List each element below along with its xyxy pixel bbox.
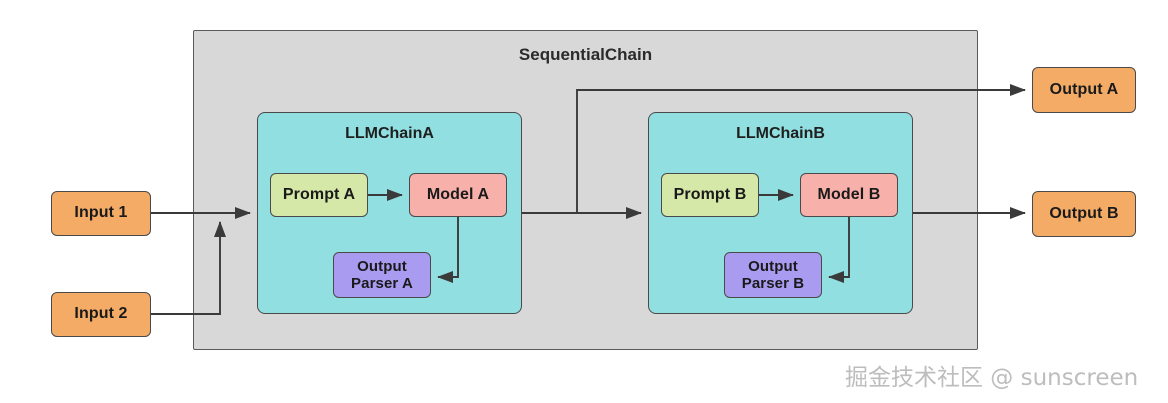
watermark-text: 掘金技术社区 @ sunscreen — [845, 365, 1139, 391]
output-parser-a-line2: Parser A — [351, 275, 413, 292]
output-parser-a-line1: Output — [357, 257, 407, 275]
output-parser-a-node: Output Parser A — [333, 252, 431, 298]
output-parser-b-node: Output Parser B — [724, 252, 822, 298]
model-a-node: Model A — [409, 173, 507, 217]
llmchain-a-label: LLMChainA — [345, 125, 434, 142]
output-parser-b-line2: Parser B — [741, 275, 805, 292]
output-a-node: Output A — [1032, 67, 1136, 113]
prompt-b-node: Prompt B — [661, 173, 759, 217]
model-b-node: Model B — [800, 173, 898, 217]
output-parser-b-line1: Output — [748, 257, 798, 275]
input-1-node: Input 1 — [51, 191, 151, 236]
llmchain-b-label: LLMChainB — [736, 125, 825, 142]
sequential-chain-title: SequentialChain — [518, 45, 653, 64]
output-b-node: Output B — [1032, 191, 1136, 237]
prompt-a-node: Prompt A — [270, 173, 368, 217]
input-2-node: Input 2 — [51, 292, 151, 337]
